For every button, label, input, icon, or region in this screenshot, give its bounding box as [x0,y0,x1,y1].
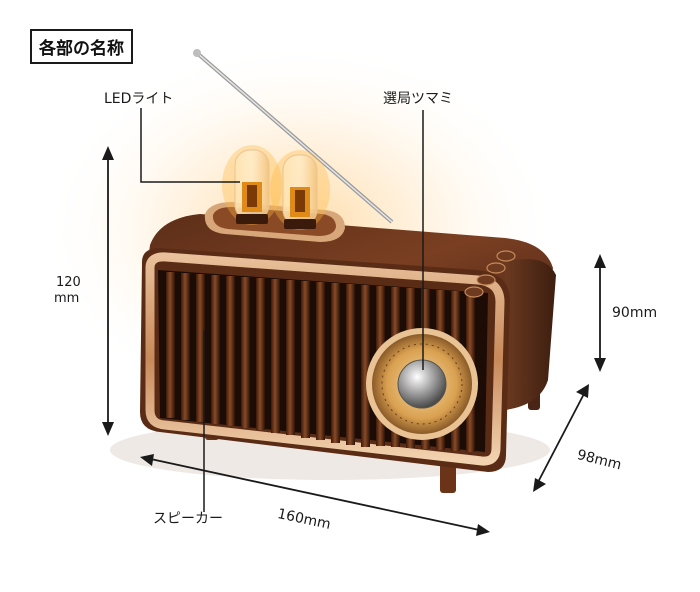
tuning-knob-label: 選局ツマミ [383,91,453,107]
top-button-2[interactable] [486,262,506,274]
cabinet-height-label: 90mm [612,305,658,321]
height-120-unit: mm [54,291,80,306]
speaker-frame [145,252,505,466]
top-buttons [464,250,516,298]
leader-lines [140,108,424,512]
led-light-label: LEDライト [104,91,174,107]
cabinet-side [505,258,556,410]
dimension-arrows [102,146,606,536]
width-160-line [145,457,485,532]
tuning-knob[interactable] [398,360,446,408]
speaker-label: スピーカー [153,511,223,527]
led-vacuum-tubes [222,145,330,230]
height-120-value: 120 [56,275,81,290]
top-button-3[interactable] [476,274,496,286]
top-button-1[interactable] [496,250,516,262]
led-leader-line [140,108,240,183]
top-button-4[interactable] [464,286,484,298]
depth-98-line [535,389,587,487]
page-title: 各部の名称 [30,29,133,64]
